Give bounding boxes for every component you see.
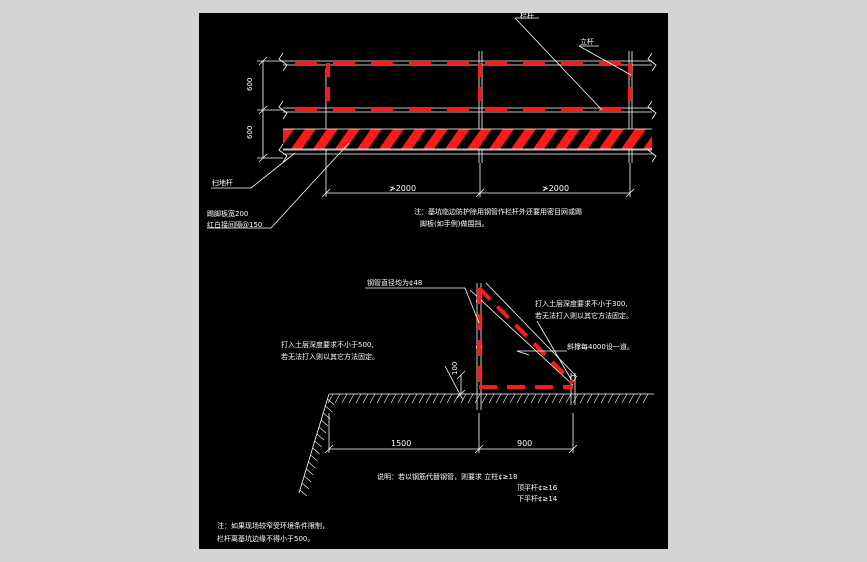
toe-board-stripe <box>423 129 448 149</box>
brace-spacing-label: 斜撑每4000设一道。 <box>567 342 634 351</box>
toe-board-stripe <box>379 129 404 149</box>
toe-board-stripe <box>291 129 316 149</box>
label-post: 立杆 <box>580 37 594 46</box>
red-barrier-section <box>477 286 575 389</box>
left-depth-line2: 若无法打入则以其它方法固定。 <box>281 352 379 361</box>
toe-board-stripe <box>599 129 624 149</box>
cad-drawing: 600 600 ≯2000 ≯2000 栏杆 立杆 扫地杆 踢脚板宽200 红白… <box>207 13 668 543</box>
spec-line1: 说明：若以钢筋代替钢管，则要求 立柱¢≥18 <box>377 472 517 481</box>
spec-line3: 下平杆¢≥14 <box>517 494 558 503</box>
toe-board-stripe <box>533 129 558 149</box>
toe-board-stripe <box>489 129 514 149</box>
pipe-diameter-label: 钢管直径均为¢48 <box>367 278 422 287</box>
dim-600-lower: 600 <box>246 126 254 139</box>
toe-board-stripe <box>511 129 536 149</box>
right-depth-line2: 若无法打入则以其它方法固定。 <box>535 311 633 320</box>
bottom-note-line1: 注：如果现场较窄受环境条件限制， <box>217 521 329 530</box>
dim-600-upper: 600 <box>246 78 254 91</box>
toe-board-stripe <box>357 129 382 149</box>
toe-board-stripe <box>467 129 492 149</box>
right-depth-line1: 打入土层深度要求不小于300, <box>535 299 628 308</box>
dim-span-1: ≯2000 <box>389 184 416 193</box>
section-view: 100 1500 900 钢管直径均为¢48 打入土层深度要求不小于300, 若… <box>217 278 654 543</box>
toe-board-stripe <box>335 129 360 149</box>
plan-note-line2: 脚板(如手例)做围挡。 <box>420 219 488 228</box>
toe-board-stripe <box>643 136 652 149</box>
toe-board-stripe <box>313 129 338 149</box>
dim-100: 100 <box>451 362 459 375</box>
spec-line2: 顶平杆¢≥16 <box>517 483 558 492</box>
dim-span-2: ≯2000 <box>542 184 569 193</box>
toe-board-width: 踢脚板宽200 <box>207 209 248 218</box>
left-depth-line1: 打入土层深度要求不小于500, <box>281 340 374 349</box>
plan-note-line1: 注：基坑临边防护除用钢管作栏杆外还要用密目网或踢 <box>414 207 582 216</box>
toe-board-stripe <box>555 129 580 149</box>
red-barrier-plan <box>295 61 632 112</box>
dim-900: 900 <box>517 439 532 448</box>
toe-board-stripe <box>401 129 426 149</box>
bottom-note-line2: 栏杆离基坑边缘不得小于500。 <box>217 534 314 543</box>
label-sweep-rail: 扫地杆 <box>212 178 233 187</box>
label-top-rail: 栏杆 <box>520 13 534 20</box>
toe-board-stripe <box>621 129 646 149</box>
toe-board-stripe <box>665 129 668 149</box>
dim-1500: 1500 <box>391 439 411 448</box>
toe-board-spacing: 红白接间隔@150 <box>207 220 262 229</box>
toe-board-stripes <box>283 128 668 150</box>
drawing-canvas: 600 600 ≯2000 ≯2000 栏杆 立杆 扫地杆 踢脚板宽200 红白… <box>199 13 668 549</box>
toe-board-stripe <box>577 129 602 149</box>
toe-board-stripe <box>445 129 470 149</box>
plan-view: 600 600 ≯2000 ≯2000 栏杆 立杆 扫地杆 踢脚板宽200 红白… <box>207 13 668 229</box>
